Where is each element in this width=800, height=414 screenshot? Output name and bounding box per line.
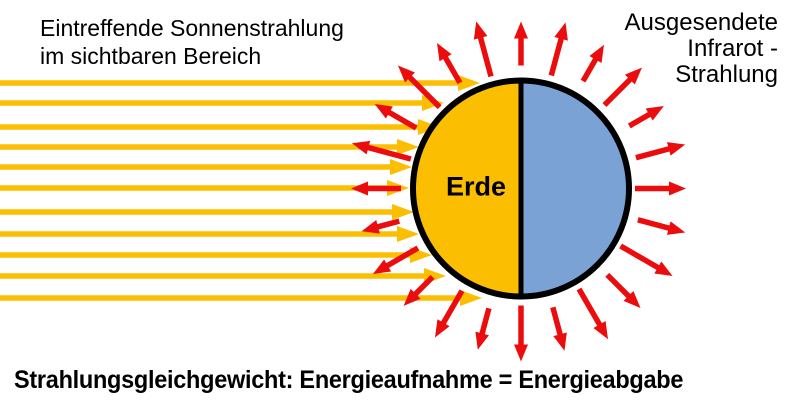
infrared-arrow [580,44,604,83]
infrared-arrow [576,287,608,340]
earth-night-half [521,80,629,297]
infrared-arrow-head [589,44,604,63]
infrared-arrow [434,289,465,338]
infrared-arrow-shaft [602,74,635,108]
infrared-arrow [372,245,420,274]
infrared-arrow-shaft [619,243,663,272]
infrared-arrow-shaft [635,145,674,161]
infrared-arrow [635,142,686,161]
infrared-arrow [627,106,664,129]
infrared-arrow [514,21,528,66]
infrared-arrow [605,272,641,309]
infrared-arrow-head [475,331,489,350]
infrared-arrow [374,103,418,131]
infrared-arrow-shaft [373,218,401,231]
infrared-arrow [436,43,463,85]
infrared-arrow-head [397,65,415,83]
infrared-arrow-head [553,332,567,351]
infrared-arrow-head [473,21,488,40]
outgoing-infrared-radiation-label: Ausgesendete Infrarot - Strahlung [624,9,778,88]
solar-ray-arrowhead [458,75,480,91]
infrared-arrow [361,218,401,234]
infrared-arrow-shaft [441,52,463,85]
infrared-arrow-head [623,291,641,309]
infrared-arrow-shaft [478,307,492,338]
infrared-arrow-head [593,320,608,340]
infrared-arrow-head [514,21,528,39]
infrared-arrow-head [554,22,568,41]
infrared-arrow-shaft [627,110,655,129]
infrared-arrow-shaft [382,245,420,270]
infrared-arrow-head [374,103,393,119]
solar-ray-arrowhead [397,139,419,155]
infrared-arrow [397,65,442,110]
infrared-arrow-shaft [605,272,634,301]
solar-ray-arrowhead [392,204,414,220]
infrared-arrow-head [403,288,421,306]
infrared-arrow-head [434,319,450,338]
infrared-arrow [351,181,401,196]
infrared-arrow-head [624,67,642,85]
infrared-arrow-shaft [405,72,442,110]
infrared-arrow [351,140,412,162]
infrared-arrow-shaft [410,274,435,299]
infrared-arrow-head [669,181,686,196]
infrared-arrow-head [436,43,452,62]
infrared-arrow [635,181,686,196]
earth-day-half [413,80,521,297]
infrared-arrow-head [666,142,686,156]
infrared-arrow-shaft [476,33,494,78]
infrared-arrow [548,22,568,77]
infrared-arrow [475,307,492,350]
infrared-arrow [473,21,494,78]
infrared-arrow-head [351,181,368,196]
infrared-arrows-group [351,21,686,362]
infrared-arrow-head [514,344,528,362]
infrared-arrow-shaft [439,289,465,328]
solar-ray-arrowhead [390,159,412,175]
infrared-arrow-head [654,261,673,276]
solar-ray-arrowhead [460,290,482,306]
radiation-equilibrium-caption: Strahlungsgleichgewicht: Energieaufnahme… [14,366,684,394]
infrared-arrow-shaft [580,54,600,83]
infrared-arrow-shaft [384,108,418,131]
infrared-arrow-shaft [637,217,674,232]
infrared-arrow [550,306,567,351]
infrared-arrow-head [361,220,380,234]
incoming-solar-radiation-label: Eintreffende Sonnenstrahlung im sichtbar… [40,15,344,69]
infrared-arrow [514,305,528,362]
infrared-arrow [602,67,642,108]
earth-group [410,77,632,300]
earth-label: Erde [445,171,507,202]
infrared-arrow-shaft [576,287,604,330]
solar-rays-group [0,75,482,306]
infrared-arrow [637,217,686,235]
infrared-arrow [619,243,673,276]
infrared-arrow-shaft [548,34,565,77]
infrared-arrow [403,274,435,306]
infrared-arrow-head [645,106,664,121]
infrared-arrow-head [372,259,392,274]
solar-ray-arrowhead [397,226,419,242]
infrared-arrow-shaft [363,143,412,162]
infrared-arrow-head [666,221,686,235]
infrared-arrow-shaft [550,306,564,339]
infrared-arrow-head [351,140,371,155]
